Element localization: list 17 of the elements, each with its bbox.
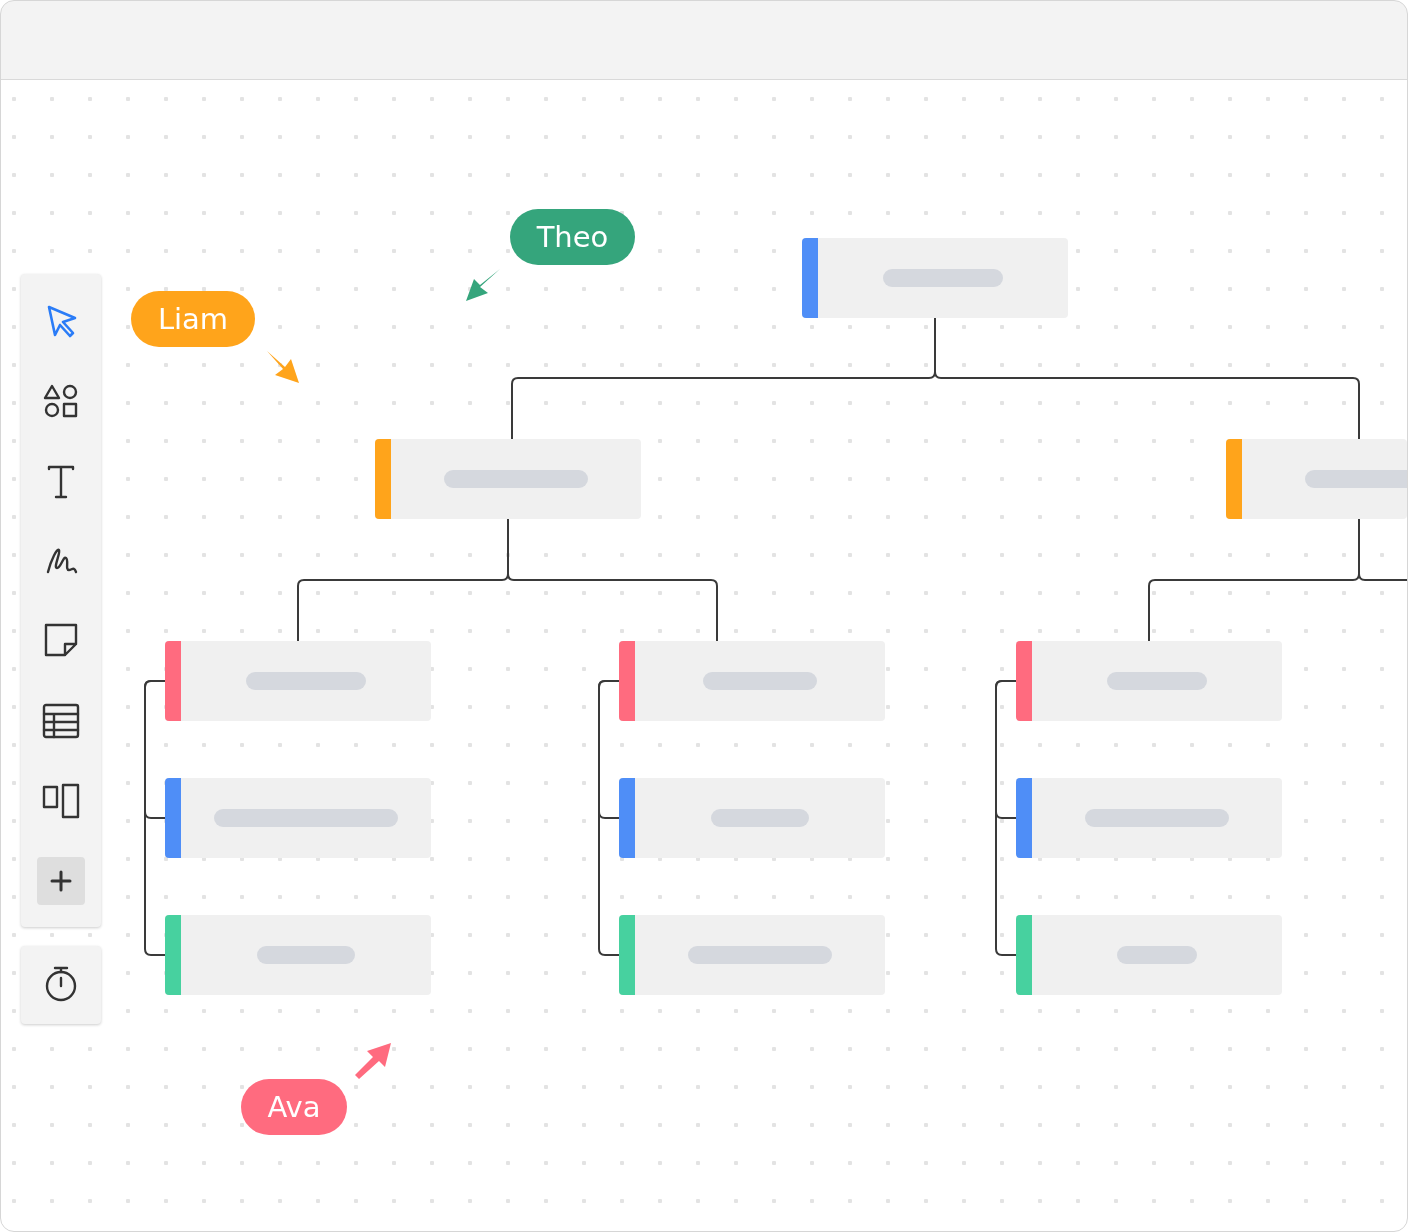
org-chart-card — [1016, 778, 1282, 858]
org-chart-card — [1226, 439, 1407, 519]
org-chart-card — [619, 778, 885, 858]
org-chart-card — [375, 439, 641, 519]
org-chart-card — [619, 915, 885, 995]
org-chart-card — [619, 641, 885, 721]
user-name-tag: Liam — [131, 291, 255, 347]
connector-line — [507, 518, 718, 642]
org-chart-card — [1016, 641, 1282, 721]
org-chart-card — [165, 641, 431, 721]
org-chart-card — [165, 778, 431, 858]
org-chart-card — [1016, 915, 1282, 995]
user-name-tag: Theo — [510, 209, 635, 265]
org-chart-card — [165, 915, 431, 995]
org-chart-card — [802, 238, 1068, 318]
user-name-tag: Ava — [241, 1079, 347, 1135]
connector-line — [1358, 518, 1407, 581]
